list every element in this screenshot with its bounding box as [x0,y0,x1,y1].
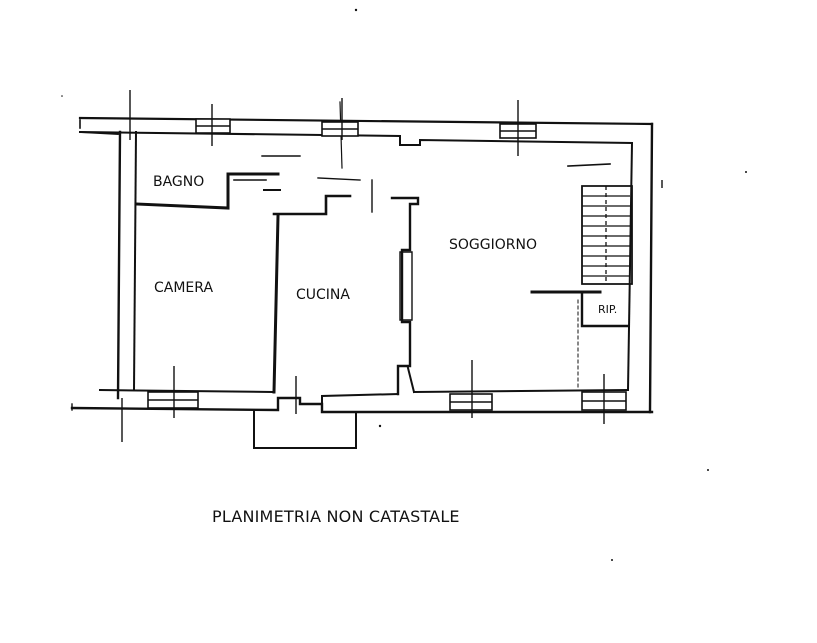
room-label-camera: CAMERA [154,280,213,296]
room-label-ripostiglio: RIP. [598,303,617,316]
axis-lines [121,90,663,442]
windows [147,118,627,411]
scan-specks [61,8,747,561]
plan-caption: PLANIMETRIA NON CATASTALE [212,507,460,526]
exterior-walls [70,116,654,414]
interior-walls [134,101,630,396]
room-label-cucina: CUCINA [296,287,350,303]
balcony [253,410,357,449]
room-label-soggiorno: SOGGIORNO [449,237,537,253]
staircase [581,185,633,285]
room-label-bagno: BAGNO [153,174,204,190]
